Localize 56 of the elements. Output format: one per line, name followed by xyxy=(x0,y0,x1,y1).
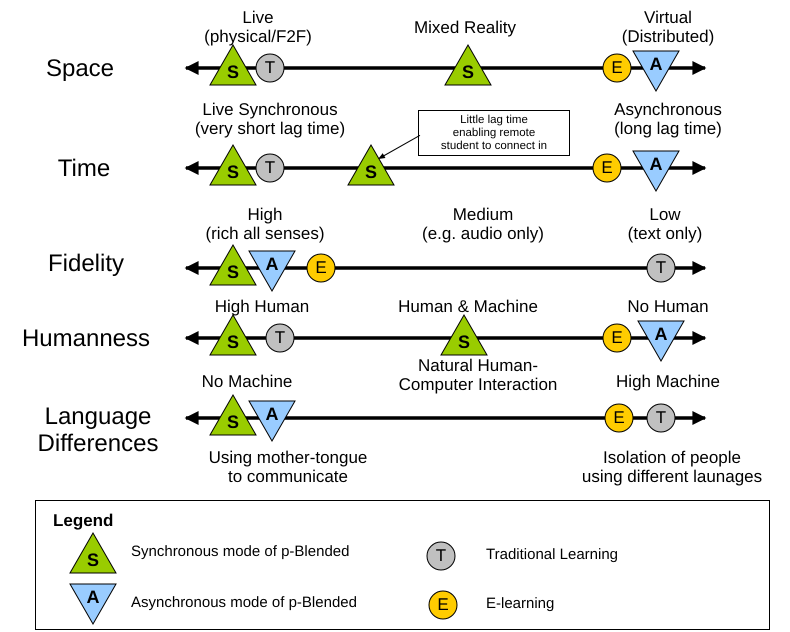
scale-label: No Machine xyxy=(202,372,292,391)
scale-label: Isolation of people using different launages xyxy=(582,448,762,486)
circle-marker: E xyxy=(306,253,336,283)
circle-marker: T xyxy=(646,253,676,283)
triangle-marker: S xyxy=(209,44,257,86)
scale-label: Virtual (Distributed) xyxy=(622,8,714,46)
scale-label: Mixed Reality xyxy=(414,18,516,37)
legend-text: E-learning xyxy=(486,595,554,612)
scale-label: Natural Human-Computer Interaction xyxy=(398,356,558,394)
circle-marker: T xyxy=(255,153,285,183)
circle-marker: E xyxy=(602,53,632,83)
triangle-marker: S xyxy=(69,532,117,574)
scale-label: High Machine xyxy=(616,372,720,391)
triangle-marker: S xyxy=(209,244,257,286)
legend-box xyxy=(35,500,770,630)
circle-marker: T xyxy=(646,403,676,433)
circle-marker: E xyxy=(428,590,458,620)
legend-text: Asynchronous mode of p-Blended xyxy=(131,594,357,611)
triangle-marker: S xyxy=(444,44,492,86)
scale-label: Using mother-tongue to communicate xyxy=(208,448,368,486)
triangle-marker: A xyxy=(632,50,680,92)
triangle-marker: S xyxy=(347,144,395,186)
scale-name: Language Differences xyxy=(38,403,158,457)
triangle-marker: S xyxy=(209,394,257,436)
circle-marker: T xyxy=(426,541,456,571)
scale-name: Space xyxy=(46,55,114,82)
scale-label: High Human xyxy=(214,297,310,316)
circle-marker: E xyxy=(602,323,632,353)
legend-title: Legend xyxy=(53,511,114,531)
triangle-marker: A xyxy=(69,583,117,625)
circle-marker: T xyxy=(255,53,285,83)
leader-arrow xyxy=(378,134,420,160)
scale-label: Human & Machine xyxy=(398,297,538,316)
scale-name: Fidelity xyxy=(48,250,124,277)
scale-label: Asynchronous (long lag time) xyxy=(614,100,722,138)
scale-name: Time xyxy=(58,155,110,182)
legend-text: Synchronous mode of p-Blended xyxy=(131,543,350,560)
scale-name: Humanness xyxy=(22,325,150,352)
scale-label: Medium (e.g. audio only) xyxy=(422,205,544,243)
circle-marker: E xyxy=(604,403,634,433)
circle-marker: T xyxy=(265,323,295,353)
scale-label: Live Synchronous (very short lag time) xyxy=(194,100,346,138)
circle-marker: E xyxy=(592,153,622,183)
triangle-marker: A xyxy=(637,320,685,362)
triangle-marker: A xyxy=(248,250,296,292)
triangle-marker: A xyxy=(248,400,296,442)
legend-text: Traditional Learning xyxy=(486,546,618,563)
triangle-marker: S xyxy=(209,314,257,356)
triangle-marker: A xyxy=(632,150,680,192)
scale-label: Live (physical/F2F) xyxy=(204,8,312,46)
scale-label: Low (text only) xyxy=(628,205,702,243)
triangle-marker: S xyxy=(209,144,257,186)
scale-label: No Human xyxy=(627,297,709,316)
callout-box: Little lag time enabling remote student to connect in xyxy=(418,110,570,156)
scale-label: High (rich all senses) xyxy=(205,205,325,243)
triangle-marker: S xyxy=(440,314,488,356)
